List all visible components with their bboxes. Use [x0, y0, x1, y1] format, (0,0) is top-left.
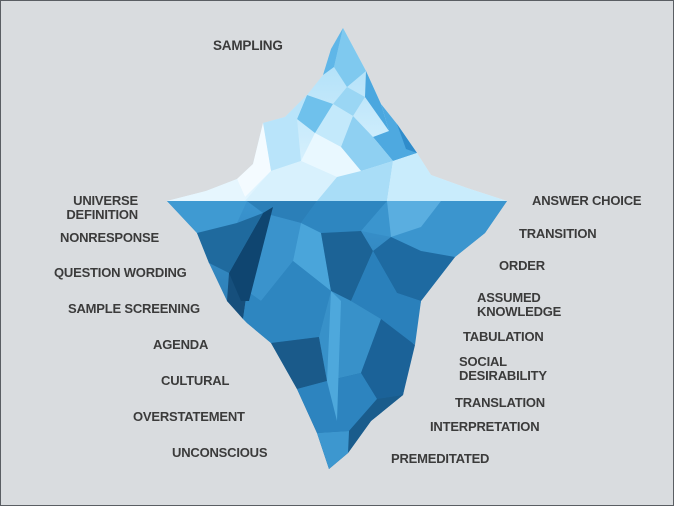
label-order: ORDER: [499, 258, 545, 273]
label-tabulation: TABULATION: [463, 329, 544, 344]
label-assumed-knowledge: ASSUMED KNOWLEDGE: [477, 290, 562, 319]
label-unconscious: UNCONSCIOUS: [172, 445, 268, 460]
label-transition: TRANSITION: [519, 226, 597, 241]
label-sampling: SAMPLING: [213, 38, 283, 53]
label-cultural: CULTURAL: [161, 373, 230, 388]
label-sample-screening: SAMPLE SCREENING: [68, 301, 200, 316]
label-nonresponse: NONRESPONSE: [60, 230, 159, 245]
label-interpretation: INTERPRETATION: [430, 419, 540, 434]
label-premeditated: PREMEDITATED: [391, 451, 490, 466]
label-translation: TRANSLATION: [455, 395, 545, 410]
label-question-wording: QUESTION WORDING: [54, 265, 187, 280]
label-social-desirability: SOCIAL DESIRABILITY: [459, 354, 547, 383]
label-universe-definition: UNIVERSE DEFINITION: [66, 193, 138, 222]
label-answer-choice: ANSWER CHOICE: [532, 193, 642, 208]
label-overstatement: OVERSTATEMENT: [133, 409, 245, 424]
iceberg-base: [167, 201, 507, 469]
iceberg-tip: [167, 28, 507, 201]
label-agenda: AGENDA: [153, 337, 209, 352]
